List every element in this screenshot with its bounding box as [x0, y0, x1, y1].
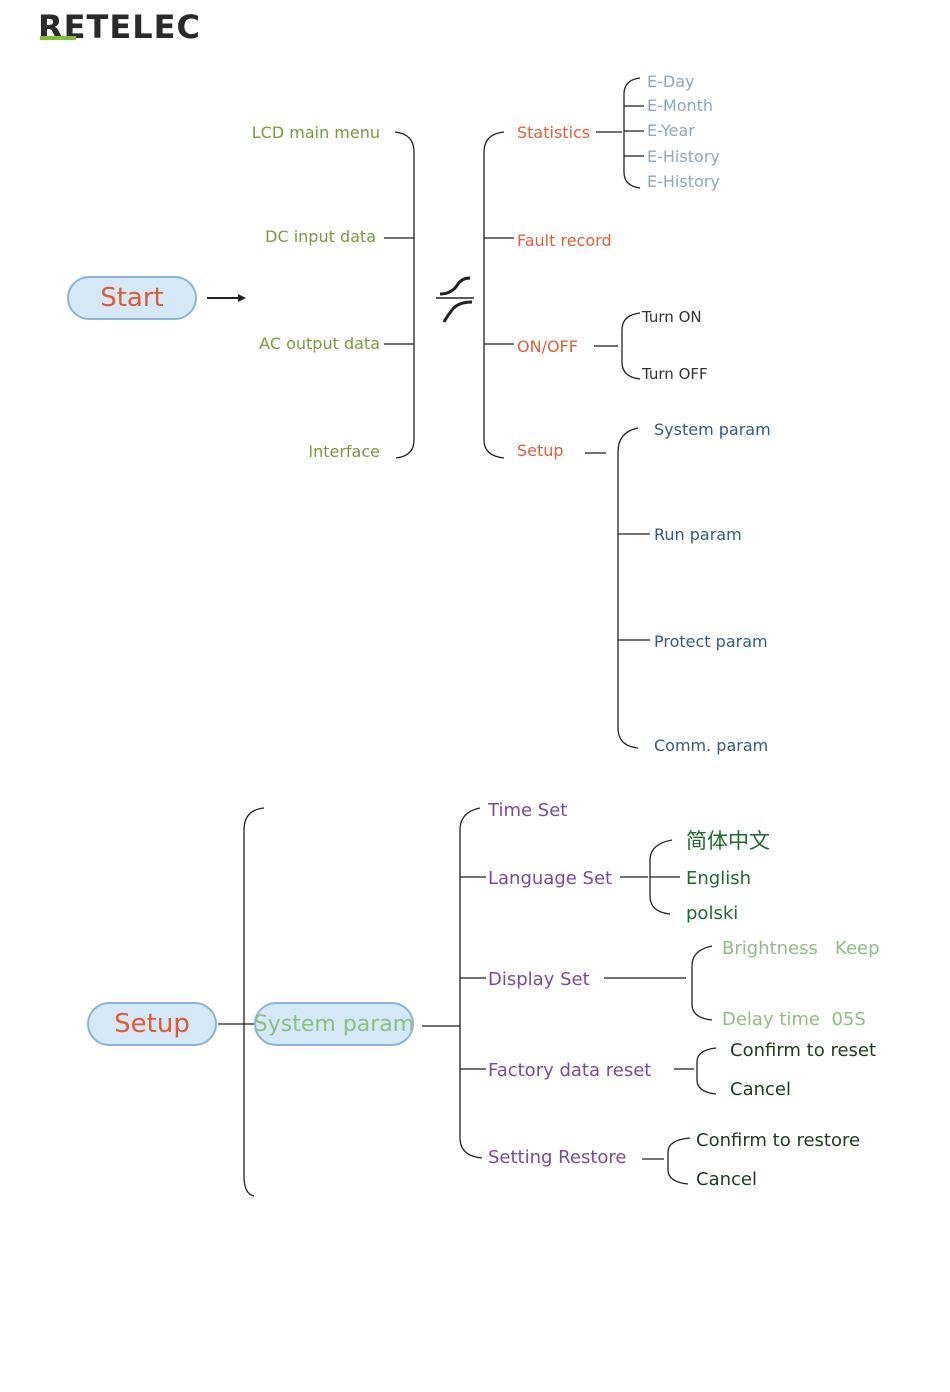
setup-big-bracket: [243, 807, 265, 1197]
e-year-label: E-Year: [647, 121, 695, 140]
display-bracket: [604, 945, 713, 1021]
lang-english-label: English: [686, 868, 751, 889]
dc-input-data-label: DC input data: [265, 227, 376, 246]
time-set-label: Time Set: [487, 800, 567, 821]
start-pill[interactable]: [67, 276, 197, 320]
brightness-keep-label: Brightness Keep: [722, 938, 880, 959]
e-month-label: E-Month: [647, 96, 713, 115]
retelec-logo: RETELEC: [38, 8, 201, 46]
lcd-menu-bracket: [384, 131, 415, 459]
lcd-main-menu-label: LCD main menu: [252, 123, 380, 142]
system-items-bracket: [459, 807, 486, 1159]
confirm-to-restore-label: Confirm to restore: [696, 1130, 860, 1151]
delay-time-label: Delay time 05S: [722, 1009, 866, 1030]
protect-param-label: Protect param: [654, 632, 768, 651]
setup-bracket: [585, 427, 650, 749]
factory-cancel-label: Cancel: [730, 1079, 791, 1100]
start-arrow-icon: [207, 294, 246, 302]
statistics-bracket: [596, 77, 644, 189]
onoff-label: ON/OFF: [517, 337, 578, 356]
lang-chinese-label: 简体中文: [686, 829, 770, 853]
confirm-to-reset-label: Confirm to reset: [730, 1040, 876, 1061]
setup-branch-label: Setup: [517, 441, 564, 460]
system-param-pill[interactable]: [254, 1002, 414, 1046]
branches-bracket: [483, 131, 514, 459]
e-history-label-2: E-History: [647, 172, 720, 191]
logo-accent-bar: [40, 36, 76, 40]
onoff-bracket: [594, 312, 641, 380]
setup-pill[interactable]: [87, 1002, 217, 1046]
restore-cancel-label: Cancel: [696, 1169, 757, 1190]
turn-off-label: Turn OFF: [641, 365, 708, 383]
e-history-label-1: E-History: [647, 147, 720, 166]
page-switch-icon: [436, 276, 474, 323]
system-param-label: System param: [654, 420, 771, 439]
system-param-pill-label: System param: [254, 1012, 414, 1037]
start-node[interactable]: Start: [67, 276, 197, 320]
comm-param-label: Comm. param: [654, 736, 768, 755]
factory-reset-bracket: [674, 1047, 717, 1095]
start-label: Start: [100, 283, 164, 313]
lang-polski-label: polski: [686, 903, 738, 924]
system-param-node[interactable]: System param: [254, 1002, 414, 1046]
fault-record-label: Fault record: [517, 231, 612, 250]
display-set-label: Display Set: [488, 969, 590, 990]
e-day-label: E-Day: [647, 72, 694, 91]
setup-pill-label: Setup: [114, 1009, 190, 1039]
restore-bracket: [642, 1137, 691, 1185]
turn-on-label: Turn ON: [641, 308, 702, 326]
statistics-label: Statistics: [517, 123, 590, 142]
setting-restore-label: Setting Restore: [488, 1147, 626, 1168]
ac-output-data-label: AC output data: [259, 334, 380, 353]
language-set-label: Language Set: [488, 868, 612, 889]
language-bracket: [620, 839, 680, 915]
interface-label: Interface: [308, 442, 380, 461]
run-param-label: Run param: [654, 525, 742, 544]
setup-node[interactable]: Setup: [87, 1002, 217, 1046]
logo-text: RETELEC: [38, 8, 201, 46]
factory-data-reset-label: Factory data reset: [488, 1060, 651, 1081]
